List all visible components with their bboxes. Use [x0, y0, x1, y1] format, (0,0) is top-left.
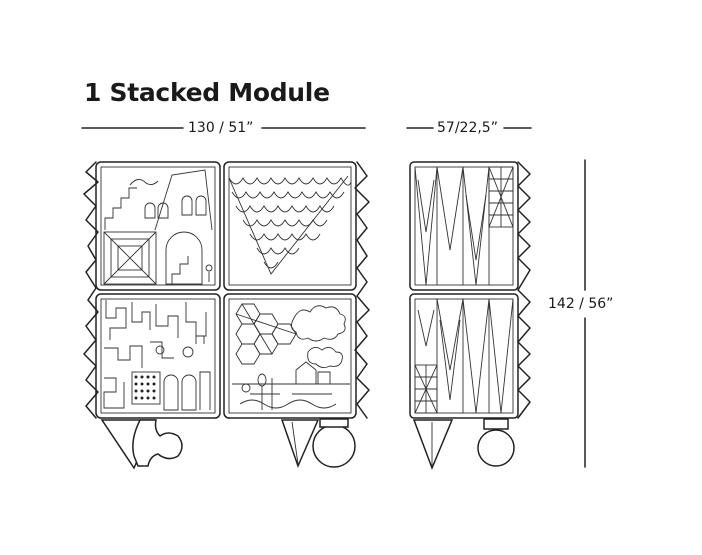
- front-animal-leg: [132, 419, 183, 467]
- front-left-edge: [83, 161, 99, 419]
- side-grid-lower: [414, 364, 438, 414]
- front-view: [83, 161, 370, 470]
- maze-pattern: [103, 300, 207, 409]
- front-ball-leg: [312, 424, 356, 468]
- depth-dimension-label: 57/22,5”: [437, 120, 498, 136]
- side-left-leg: [412, 419, 454, 471]
- scale-pattern: [228, 175, 352, 275]
- height-dimension-label: 142 / 56”: [548, 296, 614, 312]
- cloud-pattern: [291, 305, 346, 369]
- side-view: [409, 161, 531, 471]
- page-title: 1 Stacked Module: [84, 78, 330, 107]
- dot-grid: [131, 371, 161, 405]
- side-right-edge: [517, 161, 531, 419]
- side-grid-upper: [488, 166, 514, 228]
- town-pattern: [232, 361, 350, 410]
- width-dimension-label: 130 / 51”: [188, 120, 254, 136]
- hexagon-pattern: [235, 303, 297, 365]
- front-right-edge: [354, 161, 370, 419]
- front-right-leg: [280, 419, 320, 469]
- side-ball-leg: [477, 429, 515, 467]
